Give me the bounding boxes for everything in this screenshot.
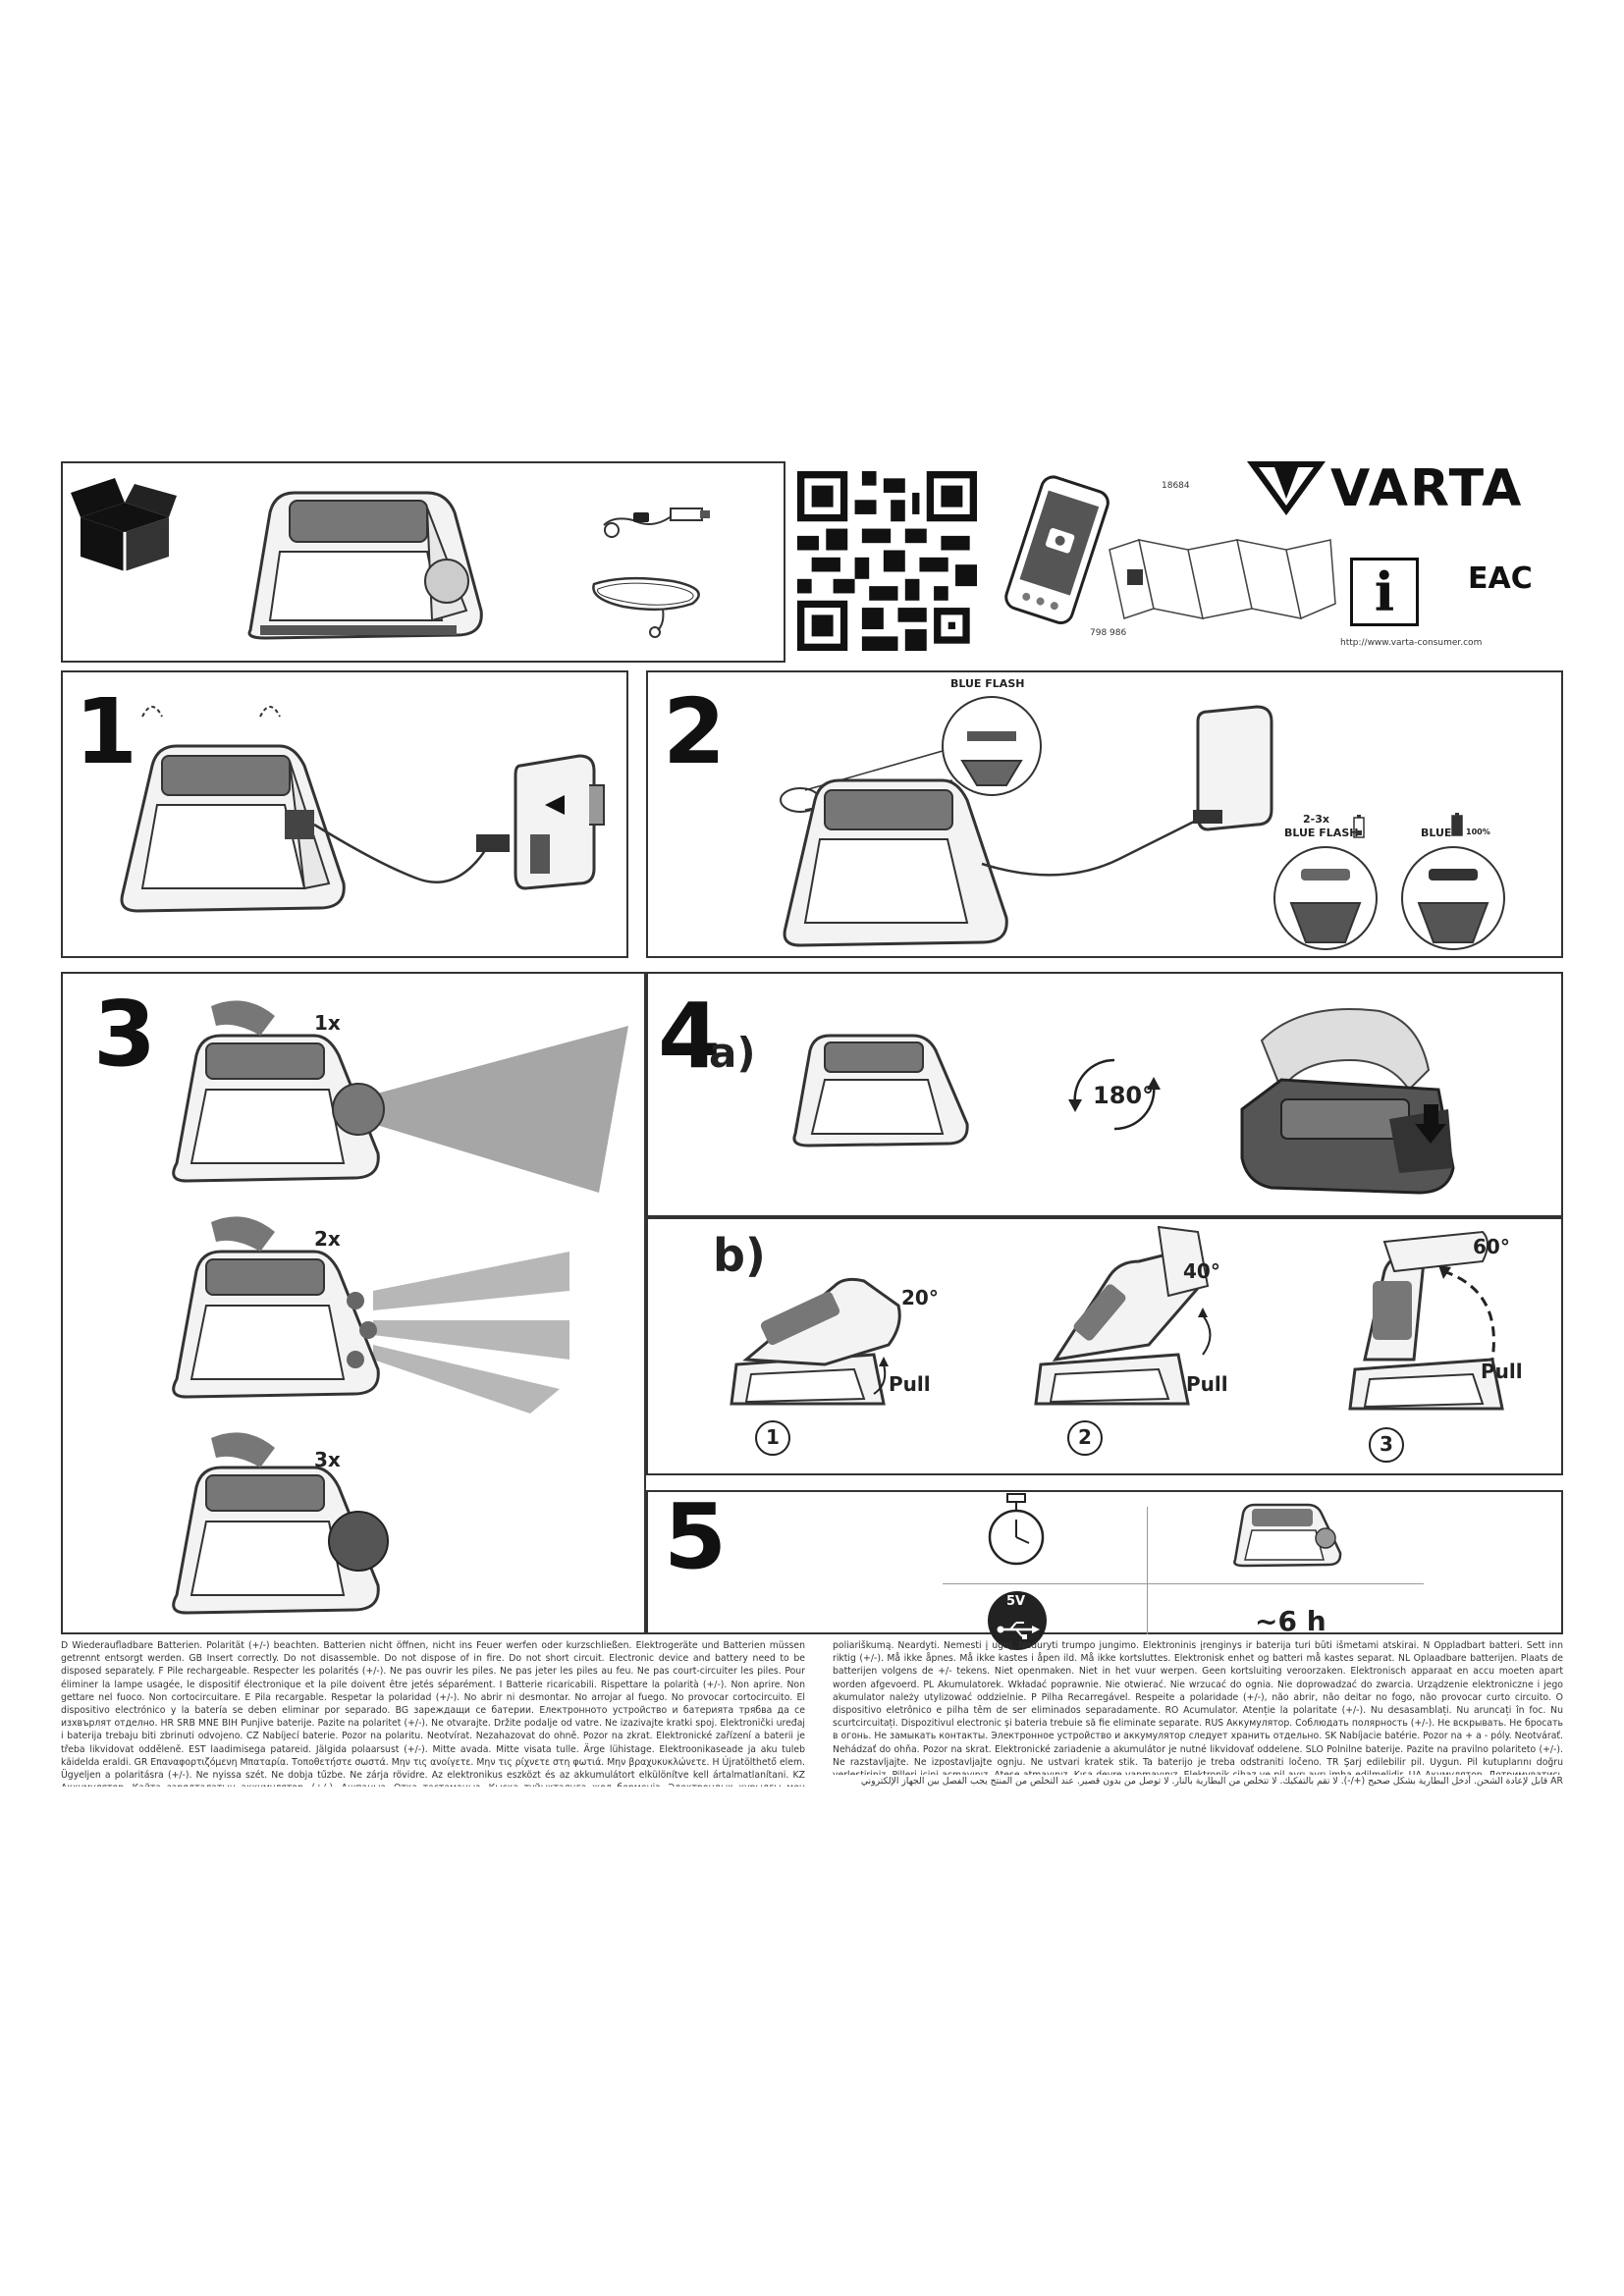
mode-3-label: 3x xyxy=(314,1448,341,1471)
usb-cable-icon xyxy=(594,491,712,540)
battery-icon xyxy=(1353,815,1365,838)
mode-2-label: 2x xyxy=(314,1227,341,1251)
angle-20-label: 20° xyxy=(901,1286,939,1309)
step-5-vertical-divider xyxy=(1147,1507,1148,1634)
eac-icon: EAC xyxy=(1468,561,1533,596)
stopwatch-icon xyxy=(984,1494,1048,1568)
step-5-number: 5 xyxy=(664,1492,727,1582)
blue-right-label: BLUE xyxy=(1421,827,1451,839)
pull-label-3: Pull xyxy=(1481,1360,1523,1383)
step-4a-suffix: a) xyxy=(709,1029,756,1077)
phone-icon xyxy=(1001,471,1110,638)
blue-flash-label: BLUE FLASH xyxy=(950,677,1024,690)
position-2-label: 2 xyxy=(1078,1425,1092,1449)
step-2-number: 2 xyxy=(663,687,726,777)
qr-code xyxy=(797,471,977,651)
pull-label-2: Pull xyxy=(1186,1372,1228,1396)
step-4a-hands-illustration xyxy=(1242,982,1468,1202)
charging-status-detail-right xyxy=(1399,844,1507,952)
lanyard-icon xyxy=(584,569,722,638)
product-code-top: 18684 xyxy=(1162,481,1190,491)
position-3-label: 3 xyxy=(1380,1432,1393,1456)
step-1-charging-illustration xyxy=(83,697,614,947)
safety-text-right: poliariškumą. Neardyti. Nemesti į ugnį. … xyxy=(833,1639,1563,1775)
runtime-label: ~6 h xyxy=(1255,1605,1326,1637)
blue-flash-left-label: BLUE FLASH xyxy=(1284,827,1358,839)
info-icon: i xyxy=(1350,558,1419,626)
two-three-x-label: 2-3x xyxy=(1303,813,1329,826)
safety-text-left: D Wiederaufladbare Batterien. Polarität … xyxy=(61,1639,805,1787)
tilt-20-illustration xyxy=(727,1247,923,1423)
step-4a-lamp-illustration xyxy=(781,1021,977,1148)
folded-leaflet-illustration xyxy=(1110,510,1335,628)
safety-text-arabic: AR قابل لإعادة الشحن. أدخل البطارية بشكل… xyxy=(833,1775,1563,1789)
mode-1-illustration xyxy=(137,987,628,1198)
step-5-panel xyxy=(646,1490,1563,1634)
battery-100-label: 100% xyxy=(1466,828,1490,836)
tilt-60-illustration xyxy=(1345,1222,1542,1428)
lamp-front-illustration xyxy=(231,483,486,645)
position-1-label: 1 xyxy=(766,1425,780,1449)
brand-name: VARTA xyxy=(1330,459,1523,518)
charging-status-detail-left xyxy=(1272,844,1380,952)
mode-1-label: 1x xyxy=(314,1011,341,1035)
step-2-charging-illustration xyxy=(746,692,1335,952)
website-url: http://www.varta-consumer.com xyxy=(1340,638,1482,648)
product-code-bottom: 798 986 xyxy=(1090,628,1126,638)
rotate-180-label: 180° xyxy=(1093,1082,1154,1109)
step-5-lamp-illustration xyxy=(1227,1499,1345,1568)
pull-label-1: Pull xyxy=(889,1372,931,1396)
angle-60-label: 60° xyxy=(1473,1235,1510,1258)
varta-logo-mark xyxy=(1247,461,1326,515)
usb-5v-label: 5V xyxy=(1006,1594,1025,1609)
step-5-horizontal-divider xyxy=(943,1583,1424,1584)
mode-2-illustration xyxy=(137,1202,628,1414)
mode-3-illustration xyxy=(137,1418,628,1629)
box-icon xyxy=(71,478,179,576)
angle-40-label: 40° xyxy=(1183,1259,1220,1283)
battery-full-icon xyxy=(1451,813,1463,836)
